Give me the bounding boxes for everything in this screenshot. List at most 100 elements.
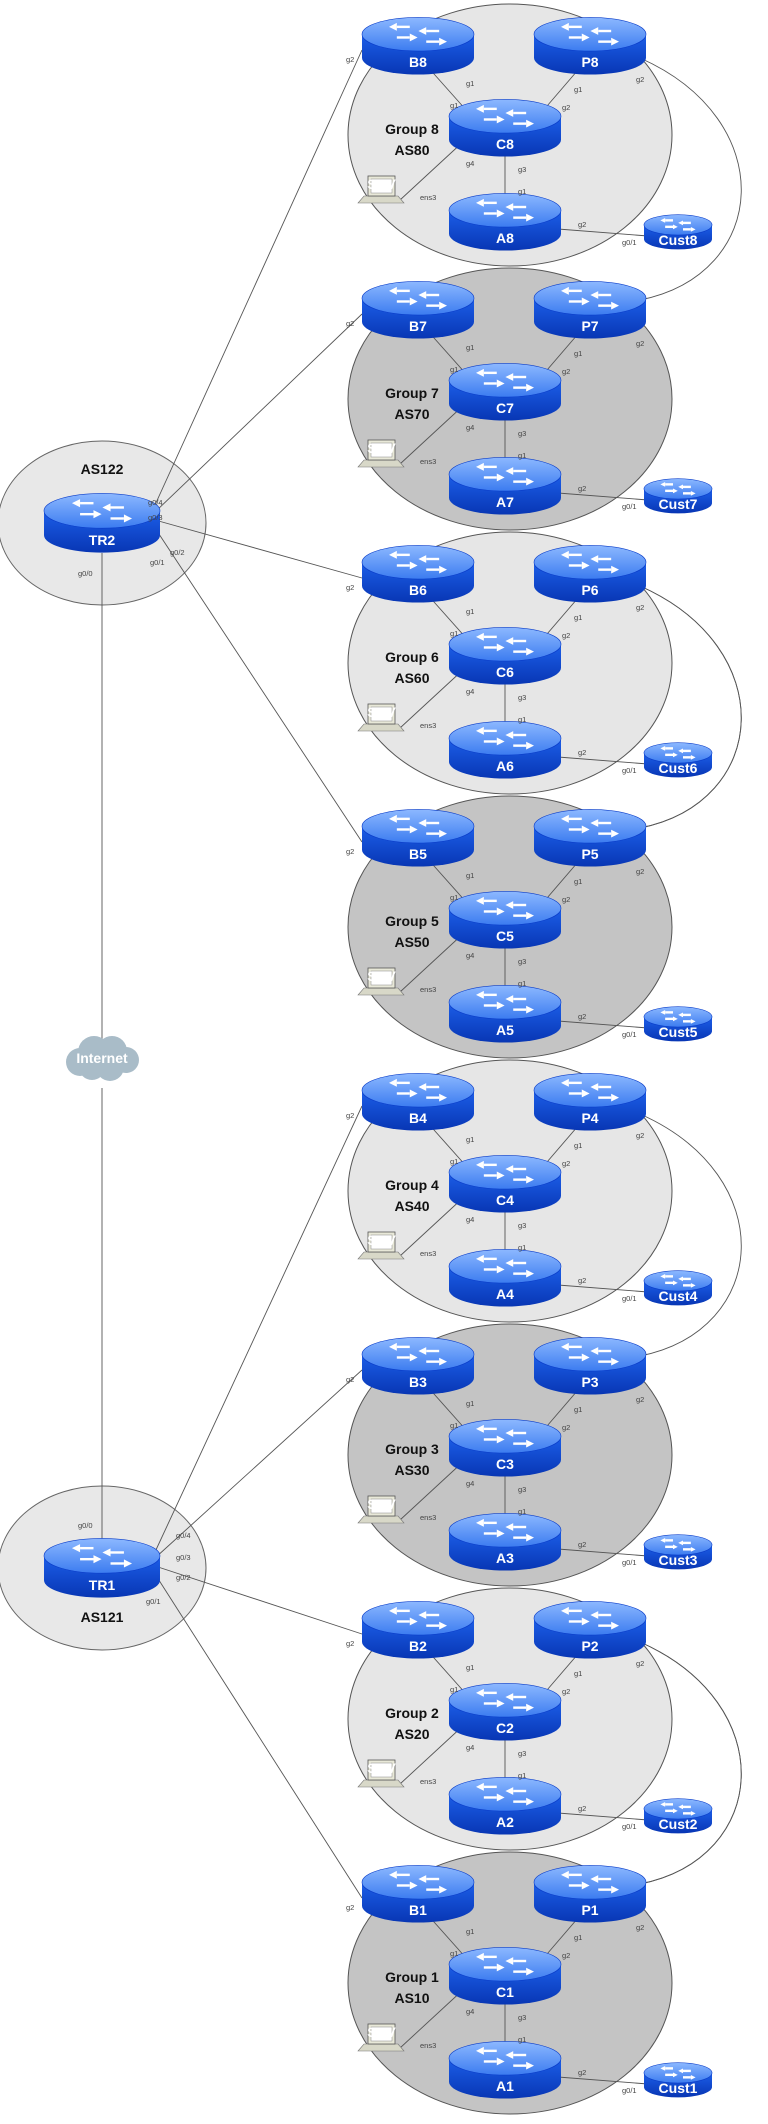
router-label: Cust7 <box>659 496 698 512</box>
server-keyboard <box>357 459 405 468</box>
router-C2[interactable]: C2 <box>448 1683 562 1741</box>
router-C4[interactable]: C4 <box>448 1155 562 1213</box>
router-C7[interactable]: C7 <box>448 363 562 421</box>
server-7[interactable]: SRV <box>357 439 405 468</box>
router-P4[interactable]: P4 <box>533 1073 647 1131</box>
router-Cust2[interactable]: Cust2 <box>643 1798 713 1834</box>
router-B4[interactable]: B4 <box>361 1073 475 1131</box>
router-icon <box>448 891 562 926</box>
router-icon <box>533 1865 647 1900</box>
router-P2[interactable]: P2 <box>533 1601 647 1659</box>
router-arrows-icon <box>660 1537 696 1552</box>
router-arrows-icon <box>388 1078 448 1102</box>
server-2[interactable]: SRV <box>357 1759 405 1788</box>
router-Cust5[interactable]: Cust5 <box>643 1006 713 1042</box>
router-label: Cust3 <box>659 1552 698 1568</box>
group-5-title: Group 5 <box>385 913 439 929</box>
if-label: ens3 <box>420 193 436 202</box>
router-A6[interactable]: A6 <box>448 721 562 779</box>
router-arrows-icon <box>388 22 448 46</box>
router-A5[interactable]: A5 <box>448 985 562 1043</box>
router-P3[interactable]: P3 <box>533 1337 647 1395</box>
router-A3[interactable]: A3 <box>448 1513 562 1571</box>
server-label: SRV <box>367 176 396 192</box>
router-P1[interactable]: P1 <box>533 1865 647 1923</box>
router-label: TR2 <box>89 532 116 548</box>
server-screen <box>370 706 393 722</box>
router-B2[interactable]: B2 <box>361 1601 475 1659</box>
router-B8[interactable]: B8 <box>361 17 475 75</box>
if-label: g3 <box>518 1485 526 1494</box>
router-C6[interactable]: C6 <box>448 627 562 685</box>
if-label: g0/4 <box>176 1531 191 1540</box>
router-Cust8[interactable]: Cust8 <box>643 214 713 250</box>
if-label: g1 <box>450 101 458 110</box>
group-3-as: AS30 <box>394 1462 429 1478</box>
router-label: Cust6 <box>659 760 698 776</box>
router-A4[interactable]: A4 <box>448 1249 562 1307</box>
if-label: g3 <box>518 957 526 966</box>
router-label: C6 <box>496 664 514 680</box>
server-4[interactable]: SRV <box>357 1231 405 1260</box>
router-label: P1 <box>581 1902 598 1918</box>
internet-cloud[interactable]: Internet <box>66 1036 139 1081</box>
router-Cust6[interactable]: Cust6 <box>643 742 713 778</box>
group-2-title: Group 2 <box>385 1705 439 1721</box>
router-B7[interactable]: B7 <box>361 281 475 339</box>
router-TR2[interactable]: TR2 <box>43 493 161 553</box>
if-label: g2 <box>346 1903 354 1912</box>
server-6[interactable]: SRV <box>357 703 405 732</box>
router-A2[interactable]: A2 <box>448 1777 562 1835</box>
router-label: A1 <box>496 2078 514 2094</box>
router-Cust1[interactable]: Cust1 <box>643 2062 713 2098</box>
router-P7[interactable]: P7 <box>533 281 647 339</box>
if-label: g2 <box>346 847 354 856</box>
server-1[interactable]: SRV <box>357 2023 405 2052</box>
router-label: A2 <box>496 1814 514 1830</box>
router-label: A3 <box>496 1550 514 1566</box>
router-TR1[interactable]: TR1 <box>43 1538 161 1598</box>
if-label: g2 <box>578 484 586 493</box>
router-A7[interactable]: A7 <box>448 457 562 515</box>
if-label: g0/3 <box>176 1553 191 1562</box>
if-label: g2 <box>562 1687 570 1696</box>
router-Cust7[interactable]: Cust7 <box>643 478 713 514</box>
as122-label: AS122 <box>81 461 124 477</box>
if-label: g1 <box>518 1507 526 1516</box>
if-label: g3 <box>518 429 526 438</box>
router-P8[interactable]: P8 <box>533 17 647 75</box>
server-screen <box>370 1762 393 1778</box>
if-label: g2 <box>578 1012 586 1021</box>
group-8-as: AS80 <box>394 142 429 158</box>
internet-label: Internet <box>76 1050 128 1066</box>
if-label: g1 <box>466 1663 474 1672</box>
router-B5[interactable]: B5 <box>361 809 475 867</box>
router-label: P3 <box>581 1374 598 1390</box>
router-Cust3[interactable]: Cust3 <box>643 1534 713 1570</box>
router-C1[interactable]: C1 <box>448 1947 562 2005</box>
router-P6[interactable]: P6 <box>533 545 647 603</box>
server-3[interactable]: SRV <box>357 1495 405 1524</box>
router-B1[interactable]: B1 <box>361 1865 475 1923</box>
router-C3[interactable]: C3 <box>448 1419 562 1477</box>
group-1-link-c-srv <box>399 1987 466 2049</box>
router-C5[interactable]: C5 <box>448 891 562 949</box>
server-screen <box>370 1498 393 1514</box>
router-C8[interactable]: C8 <box>448 99 562 157</box>
link-p2-p1 <box>639 1641 742 1885</box>
link-tr1-B3 <box>154 1369 363 1559</box>
if-label: g2 <box>346 55 354 64</box>
router-B3[interactable]: B3 <box>361 1337 475 1395</box>
router-label: B3 <box>409 1374 427 1390</box>
server-8[interactable]: SRV <box>357 175 405 204</box>
router-icon <box>643 1534 713 1556</box>
router-A8[interactable]: A8 <box>448 193 562 251</box>
if-label: ens3 <box>420 1513 436 1522</box>
router-A1[interactable]: A1 <box>448 2041 562 2099</box>
router-Cust4[interactable]: Cust4 <box>643 1270 713 1306</box>
router-label: P5 <box>581 846 598 862</box>
router-P5[interactable]: P5 <box>533 809 647 867</box>
server-5[interactable]: SRV <box>357 967 405 996</box>
link-tr2-B5 <box>154 527 363 843</box>
router-B6[interactable]: B6 <box>361 545 475 603</box>
